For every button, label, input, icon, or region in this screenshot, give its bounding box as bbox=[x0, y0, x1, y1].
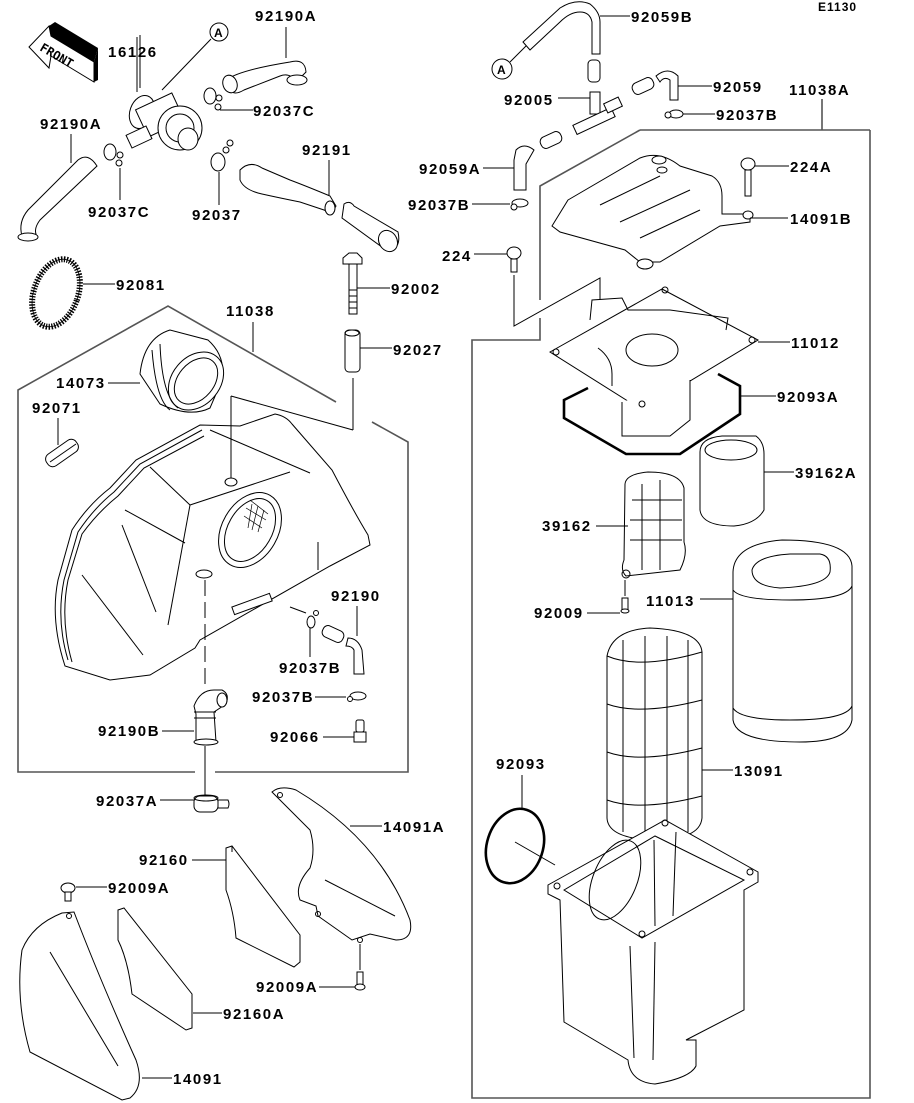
label-14073: 14073 bbox=[56, 375, 106, 392]
label-92066: 92066 bbox=[270, 729, 320, 746]
label-14091A: 14091A bbox=[383, 819, 445, 836]
label-92027: 92027 bbox=[393, 342, 443, 359]
label-92191: 92191 bbox=[302, 142, 352, 159]
label-92002: 92002 bbox=[391, 281, 441, 298]
label-39162: 39162 bbox=[542, 518, 592, 535]
label-11013: 11013 bbox=[646, 593, 695, 610]
label-92037C-left: 92037C bbox=[88, 204, 150, 221]
part-92190-hose bbox=[321, 625, 365, 675]
part-92160A-sponge bbox=[117, 907, 193, 1031]
part-39162A-sleeve bbox=[699, 435, 765, 527]
label-92037: 92037 bbox=[192, 207, 242, 224]
part-92037A-clamp bbox=[193, 794, 230, 813]
part-92190A-left-hose bbox=[17, 156, 98, 242]
part-11013-filter bbox=[732, 539, 853, 743]
label-92071: 92071 bbox=[32, 400, 82, 417]
label-11038: 11038 bbox=[226, 303, 275, 320]
part-14091B-top-cover bbox=[551, 154, 754, 270]
label-92190: 92190 bbox=[331, 588, 381, 605]
part-11012-plate bbox=[549, 286, 760, 437]
label-92037B-low2: 92037B bbox=[252, 689, 314, 706]
part-92037B-mid-clamp bbox=[510, 198, 529, 211]
part-92059-hose bbox=[631, 70, 679, 101]
label-92005: 92005 bbox=[504, 92, 554, 109]
label-92037B-low: 92037B bbox=[279, 660, 341, 677]
label-13091: 13091 bbox=[734, 763, 784, 780]
part-92037B-low2-clamp bbox=[347, 691, 367, 702]
part-224-screw bbox=[506, 246, 522, 273]
part-air-cleaner-case bbox=[547, 819, 759, 1085]
label-11038A: 11038A bbox=[789, 82, 850, 99]
part-92009A-right-screw bbox=[354, 944, 366, 991]
label-92037C-top: 92037C bbox=[253, 103, 315, 120]
label-92093A: 92093A bbox=[777, 389, 839, 406]
svg-text:A: A bbox=[214, 26, 223, 40]
part-92037-clamp bbox=[210, 139, 234, 172]
part-92005-fitting bbox=[572, 91, 624, 136]
svg-text:A: A bbox=[497, 63, 506, 77]
label-92093: 92093 bbox=[496, 756, 546, 773]
part-13091-cage bbox=[606, 627, 703, 841]
part-14091A-cover bbox=[271, 787, 412, 943]
label-92009A-left: 92009A bbox=[108, 880, 170, 897]
label-39162A: 39162A bbox=[795, 465, 857, 482]
part-92191-hose bbox=[239, 164, 400, 253]
label-92037B-mid: 92037B bbox=[408, 197, 470, 214]
label-92081: 92081 bbox=[116, 277, 166, 294]
label-224: 224 bbox=[442, 248, 472, 265]
part-224A-screw bbox=[740, 157, 756, 197]
label-92190A-left: 92190A bbox=[40, 116, 102, 133]
label-92190B: 92190B bbox=[98, 723, 160, 740]
part-16126-valve bbox=[125, 35, 203, 151]
part-92190B-elbow bbox=[193, 689, 228, 746]
label-92190A-top: 92190A bbox=[255, 8, 317, 25]
label-14091: 14091 bbox=[173, 1071, 223, 1088]
part-92037C-top-clamp bbox=[203, 87, 223, 111]
part-92027-collar bbox=[344, 329, 361, 373]
label-92009A-right: 92009A bbox=[256, 979, 318, 996]
label-11012: 11012 bbox=[791, 335, 840, 352]
part-92190A-top-hose bbox=[222, 60, 308, 94]
part-92037C-left-clamp bbox=[103, 143, 124, 167]
label-92059B: 92059B bbox=[631, 9, 693, 26]
label-92037B-top: 92037B bbox=[716, 107, 778, 124]
label-92059: 92059 bbox=[713, 79, 763, 96]
part-92059A-hose bbox=[513, 131, 563, 191]
front-arrow-icon: FRONT bbox=[28, 22, 98, 83]
label-14091B: 14091B bbox=[790, 211, 852, 228]
label-224A: 224A bbox=[790, 159, 832, 176]
label-92160: 92160 bbox=[139, 852, 189, 869]
part-92009-screw bbox=[620, 580, 630, 614]
part-39162-element bbox=[621, 471, 686, 579]
connection-marker-a-left: A bbox=[161, 22, 229, 91]
part-92037B-low-clamp bbox=[306, 610, 319, 629]
part-92160-sponge bbox=[225, 845, 301, 968]
part-92009A-left-screw bbox=[60, 882, 76, 902]
label-92009: 92009 bbox=[534, 605, 584, 622]
part-14073-duct bbox=[139, 329, 225, 413]
label-16126: 16126 bbox=[108, 44, 158, 61]
part-92066-fitting bbox=[353, 719, 367, 743]
diagram-code: E1130 bbox=[818, 0, 857, 14]
label-92059A: 92059A bbox=[419, 161, 481, 178]
part-92093-oring bbox=[484, 807, 546, 885]
part-92002-bolt bbox=[342, 252, 363, 315]
connection-marker-a-right: A bbox=[491, 45, 527, 80]
part-92059B-hose bbox=[522, 1, 601, 83]
part-92071-grommet bbox=[45, 438, 79, 468]
part-92081-spring bbox=[29, 256, 83, 330]
part-92037B-top-clamp bbox=[664, 109, 684, 119]
part-14091-cover bbox=[19, 911, 140, 1101]
part-air-box-housing bbox=[54, 413, 371, 681]
part-92093A-gasket bbox=[562, 372, 742, 456]
label-92160A: 92160A bbox=[223, 1006, 285, 1023]
label-92037A: 92037A bbox=[96, 793, 158, 810]
